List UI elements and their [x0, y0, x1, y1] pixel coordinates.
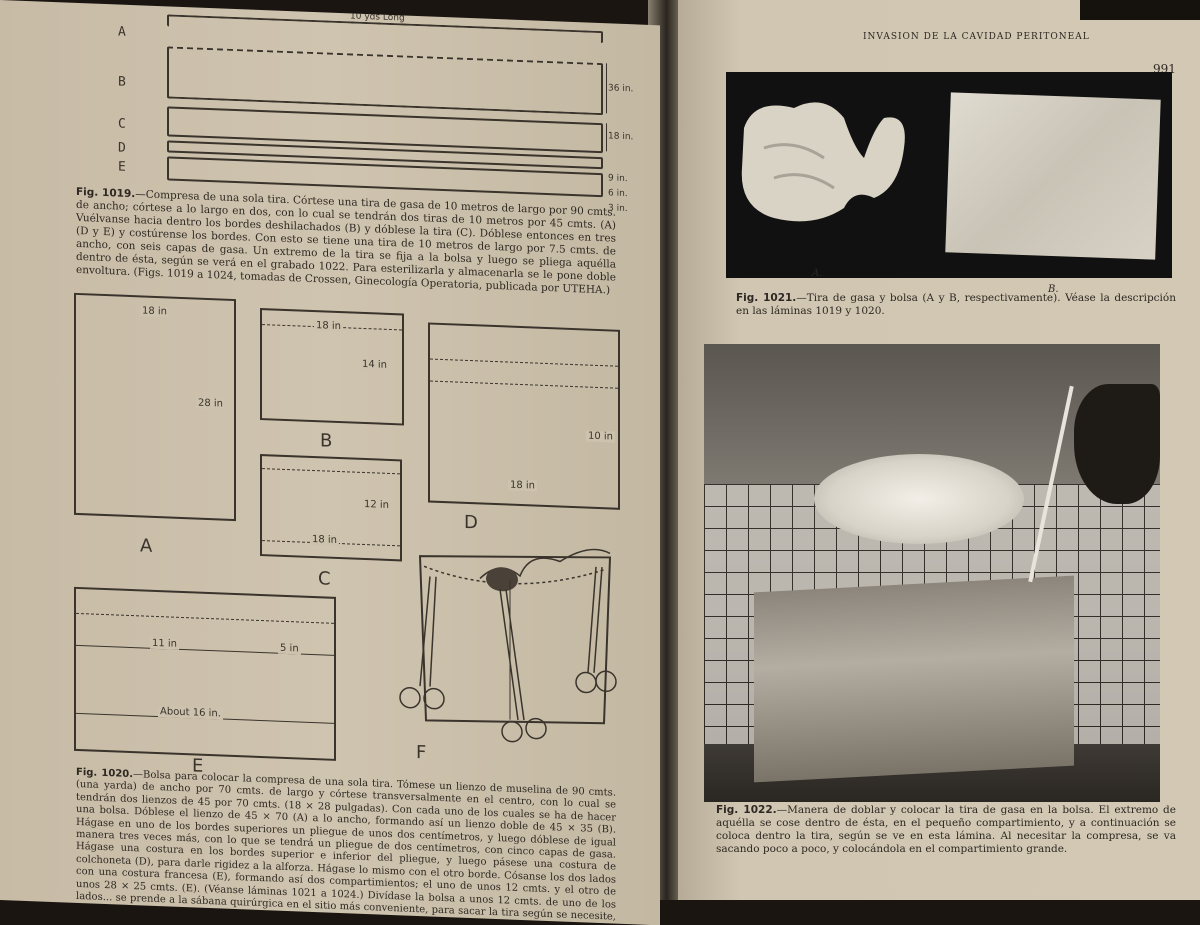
fig1020-text: —Bolsa para colocar la compresa de una s…	[76, 769, 616, 925]
panel-e-left: 11 in	[150, 637, 180, 650]
fig1020-caption: Fig. 1020.—Bolsa para colocar la compres…	[76, 767, 616, 925]
fig1022-number: Fig. 1022.	[716, 804, 777, 816]
right-page: INVASION DE LA CAVIDAD PERITONEAL 991 A.…	[678, 0, 1200, 900]
fig1021-number: Fig. 1021.	[736, 292, 797, 304]
panel-d-height: 10 in	[586, 430, 616, 443]
gauze-pile	[814, 454, 1024, 544]
running-head: INVASION DE LA CAVIDAD PERITONEAL	[863, 32, 1090, 42]
surgeon-hand	[1074, 384, 1160, 504]
fig1022-caption: Fig. 1022.—Manera de doblar y colocar la…	[716, 804, 1176, 856]
panel-label-f: F	[416, 741, 427, 764]
fig1021-photo	[726, 72, 1172, 278]
panel-a-width: 18 in	[140, 305, 170, 318]
pocket-bag	[754, 575, 1074, 783]
panel-c-width: 18 in	[310, 533, 340, 547]
panel-label-c: C	[318, 568, 331, 590]
fig1021-label-a: A.	[812, 268, 823, 279]
panel-b-height: 14 in	[360, 358, 390, 371]
panel-a-height: 28 in	[196, 397, 226, 410]
panel-b-width: 18 in	[314, 320, 344, 333]
fig1022-text: —Manera de doblar y colocar la tira de g…	[716, 804, 1176, 855]
fig1020-number: Fig. 1020.	[76, 766, 134, 781]
fig1022-photo	[704, 344, 1160, 802]
bag-image	[945, 92, 1161, 260]
fig1021-label-b: B.	[1048, 284, 1059, 295]
panel-label-a: A	[140, 535, 153, 557]
panel-e	[74, 586, 336, 761]
panel-label-b: B	[320, 430, 333, 452]
left-page: 10 yds Long A B C D E 36 in. 18 in. 9 in…	[0, 0, 660, 925]
fig1021-text: —Tira de gasa y bolsa (A y B, respectiva…	[736, 292, 1176, 317]
panel-d-width: 18 in	[508, 479, 538, 492]
background-edge	[1080, 0, 1200, 20]
panel-e-right: 5 in	[278, 642, 301, 655]
fig1020-diagram: 18 in 28 in A 18 in 14 in B 18 in 12 in …	[74, 292, 620, 777]
panel-f-bag-illustration	[399, 548, 617, 743]
fig1021-caption: Fig. 1021.—Tira de gasa y bolsa (A y B, …	[736, 292, 1176, 318]
panel-c-height: 12 in	[362, 498, 392, 512]
gauze-roll-image	[741, 102, 905, 222]
